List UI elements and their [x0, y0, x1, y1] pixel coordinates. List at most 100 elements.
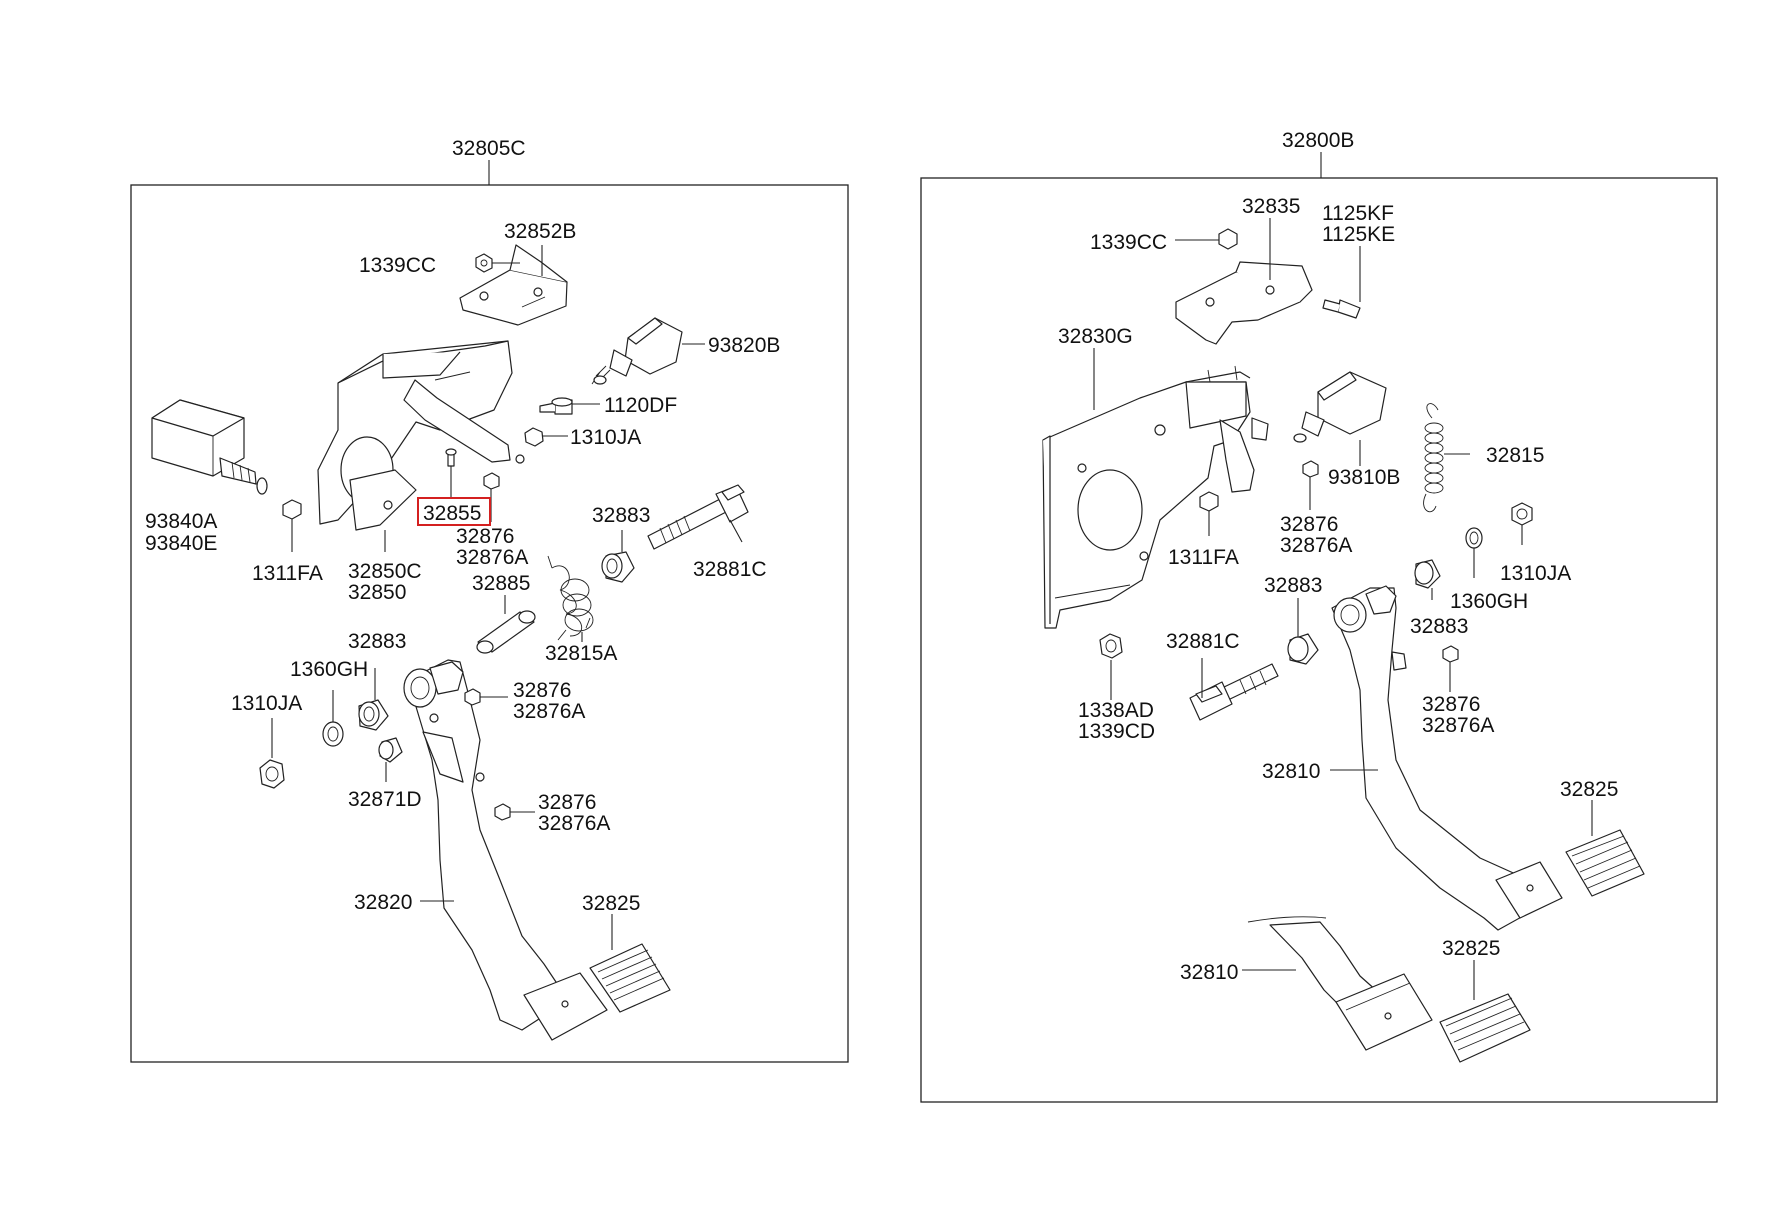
bush-32876-right-drawing — [1302, 460, 1319, 478]
label-32881c-left[interactable]: 32881C — [693, 558, 767, 581]
bushing-32883-top-drawing — [601, 551, 635, 583]
label-1310ja-right[interactable]: 1310JA — [1500, 562, 1571, 585]
right-assembly-header[interactable]: 32800B — [1282, 129, 1354, 152]
label-32825-left[interactable]: 32825 — [582, 892, 640, 915]
label-32876-c[interactable]: 32876 — [538, 791, 596, 814]
label-1339cc-right[interactable]: 1339CC — [1090, 231, 1167, 254]
label-32850c[interactable]: 32850C — [348, 560, 422, 583]
label-32883-a-right[interactable]: 32883 — [1410, 615, 1468, 638]
label-1339cd[interactable]: 1339CD — [1078, 720, 1155, 743]
pad-32825-lower-drawing — [1439, 993, 1531, 1063]
label-32825-lower[interactable]: 32825 — [1442, 937, 1500, 960]
label-32835[interactable]: 32835 — [1242, 195, 1300, 218]
right-labels: 32835 1339CC 1125KF 1125KE 32830G 32815 … — [1058, 195, 1618, 984]
label-32876a-b[interactable]: 32876A — [513, 700, 585, 723]
pad-32825-upper-drawing — [1565, 829, 1645, 897]
bushing-32883-a-drawing — [1414, 559, 1441, 589]
label-32876-right-lower[interactable]: 32876 — [1422, 693, 1480, 716]
bolt-32881c-drawing — [647, 484, 749, 550]
label-93820b[interactable]: 93820B — [708, 334, 780, 357]
label-32876a-a[interactable]: 32876A — [456, 546, 528, 569]
pad-32825-left-drawing — [589, 943, 671, 1013]
bracket-32850c-drawing — [317, 340, 525, 531]
label-32871d[interactable]: 32871D — [348, 788, 422, 811]
switch-93820b-drawing — [591, 317, 683, 385]
label-32810-lower[interactable]: 32810 — [1180, 961, 1238, 984]
label-1360gh-right[interactable]: 1360GH — [1450, 590, 1528, 613]
label-32876-right[interactable]: 32876 — [1280, 513, 1338, 536]
label-1339cc-left[interactable]: 1339CC — [359, 254, 436, 277]
nut-1339cc-right-drawing — [1218, 228, 1238, 250]
label-32883-top[interactable]: 32883 — [592, 504, 650, 527]
right-assembly: 32800B — [920, 129, 1718, 1103]
bushing-32883-b-drawing — [1287, 633, 1319, 665]
bracket-32830g-drawing — [1042, 365, 1269, 629]
stud-32855-drawing — [445, 448, 500, 490]
spring-32815-drawing — [1423, 403, 1444, 513]
label-32876a-right[interactable]: 32876A — [1280, 534, 1352, 557]
label-32883-b-right[interactable]: 32883 — [1264, 574, 1322, 597]
bush-32876-right-lower-drawing — [1442, 645, 1459, 663]
label-32810-upper[interactable]: 32810 — [1262, 760, 1320, 783]
label-93810b[interactable]: 93810B — [1328, 466, 1400, 489]
label-32881c-right[interactable]: 32881C — [1166, 630, 1240, 653]
nut-1310ja-upper-drawing — [524, 427, 544, 447]
label-32830g[interactable]: 32830G — [1058, 325, 1133, 348]
pedal-arm-32820-drawing — [403, 659, 608, 1041]
label-1120df[interactable]: 1120DF — [604, 394, 677, 417]
right-assembly-frame — [920, 177, 1718, 1103]
label-32815a[interactable]: 32815A — [545, 642, 617, 665]
nut-1310ja-right-drawing — [1511, 502, 1533, 526]
selected-part-highlight — [417, 497, 491, 526]
bolt-1125kf-drawing — [1322, 299, 1361, 319]
label-32883-mid[interactable]: 32883 — [348, 630, 406, 653]
label-32876-b[interactable]: 32876 — [513, 679, 571, 702]
bush-32876-b-drawing — [464, 688, 481, 706]
label-1311fa-right[interactable]: 1311FA — [1168, 546, 1239, 569]
label-1311fa-left[interactable]: 1311FA — [252, 562, 323, 585]
pedal-arm-32810-lower-drawing — [1247, 916, 1433, 1051]
label-1360gh-left[interactable]: 1360GH — [290, 658, 368, 681]
washer-1360gh-drawing — [322, 721, 344, 747]
bolt-32881c-right-drawing — [1189, 663, 1279, 721]
nut-1339cc-drawing — [475, 253, 493, 273]
label-93840a[interactable]: 93840A — [145, 510, 217, 533]
label-93840e[interactable]: 93840E — [145, 532, 217, 555]
label-32876a-c[interactable]: 32876A — [538, 812, 610, 835]
bolt-1120df-drawing — [539, 397, 573, 415]
label-1338ad[interactable]: 1338AD — [1078, 699, 1154, 722]
right-leader-lines — [1093, 218, 1593, 1000]
collar-32871d-drawing — [378, 737, 403, 763]
label-32825-upper[interactable]: 32825 — [1560, 778, 1618, 801]
bracket-32852b-drawing — [459, 244, 568, 326]
switch-block-93840a-drawing — [151, 399, 268, 495]
label-32855-selected[interactable]: 32855 — [423, 502, 481, 525]
label-1125kf[interactable]: 1125KF — [1322, 202, 1394, 225]
label-32815[interactable]: 32815 — [1486, 444, 1544, 467]
bush-32876-c-drawing — [494, 803, 511, 821]
label-32876-a[interactable]: 32876 — [456, 525, 514, 548]
spring-32815a-drawing — [547, 555, 594, 641]
left-labels: 32852B 1339CC 93820B 1120DF 1310JA 93840… — [145, 220, 780, 915]
bushing-32883-mid-drawing — [358, 699, 389, 731]
label-32876a-right-lower[interactable]: 32876A — [1422, 714, 1494, 737]
label-1310ja-lower[interactable]: 1310JA — [231, 692, 302, 715]
pedal-arm-32810-upper-drawing — [1331, 585, 1563, 931]
label-32850[interactable]: 32850 — [348, 581, 406, 604]
switch-93810b-drawing — [1293, 371, 1387, 443]
sleeve-32885-drawing — [476, 610, 536, 654]
label-1310ja-upper[interactable]: 1310JA — [570, 426, 641, 449]
nut-1311fa-right-drawing — [1199, 491, 1219, 512]
nut-1338ad-drawing — [1099, 633, 1123, 659]
bracket-32835-drawing — [1175, 261, 1313, 345]
left-assembly-header[interactable]: 32805C — [452, 137, 526, 160]
left-assembly: 32805C — [130, 137, 849, 1063]
label-1125ke[interactable]: 1125KE — [1322, 223, 1395, 246]
label-32885[interactable]: 32885 — [472, 572, 530, 595]
nut-1310ja-lower-drawing — [259, 759, 285, 789]
label-32852b[interactable]: 32852B — [504, 220, 576, 243]
label-32820[interactable]: 32820 — [354, 891, 412, 914]
washer-1360gh-right-drawing — [1465, 527, 1483, 549]
